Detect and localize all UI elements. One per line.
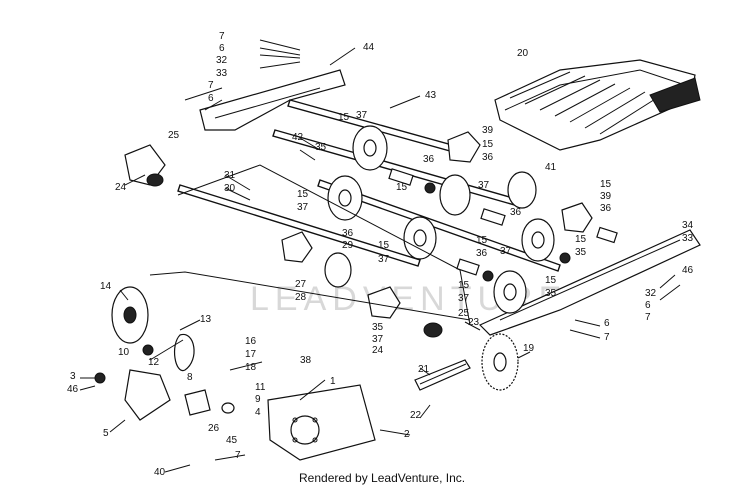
callout-35: 35: [315, 142, 327, 153]
callout-37c: 37: [478, 180, 490, 191]
callout-40: 40: [154, 467, 166, 478]
idler-wheels: [324, 125, 555, 314]
callout-7: 7: [219, 31, 225, 42]
bushings: [388, 168, 618, 282]
callout-32b: 32: [645, 288, 657, 299]
callout-7c: 7: [645, 312, 651, 323]
callout-24b: 24: [372, 345, 384, 356]
callout-25: 25: [168, 130, 180, 141]
callout-6: 6: [219, 43, 225, 54]
callout-17: 17: [245, 349, 257, 360]
callout-15e: 15: [600, 179, 612, 190]
callout-33: 33: [216, 68, 228, 79]
callout-15g: 15: [378, 240, 390, 251]
callout-15f: 15: [476, 235, 488, 246]
callout-23: 23: [468, 317, 480, 328]
callout-18: 18: [245, 362, 257, 373]
brake-pulley-group: [94, 286, 235, 421]
chaincase-cover: [267, 384, 376, 461]
callout-15h: 15: [575, 234, 587, 245]
callout-21: 21: [418, 364, 430, 375]
callout-3: 3: [70, 371, 76, 382]
callout-33b: 33: [682, 233, 694, 244]
callout-36e: 36: [342, 228, 354, 239]
callout-16: 16: [245, 336, 257, 347]
callout-37b: 37: [297, 202, 309, 213]
drive-sprocket-and-chain: [414, 333, 519, 391]
callout-4: 4: [255, 407, 261, 418]
callout-10: 10: [118, 347, 130, 358]
track-assembly: [494, 59, 701, 151]
callout-27: 27: [295, 279, 307, 290]
callout-34: 34: [682, 220, 694, 231]
callout-39: 39: [482, 125, 494, 136]
callout-14: 14: [100, 281, 112, 292]
callout-39b: 39: [600, 191, 612, 202]
callout-15b: 15: [482, 139, 494, 150]
callout-32: 32: [216, 55, 228, 66]
callout-45: 45: [226, 435, 238, 446]
callout-28: 28: [295, 292, 307, 303]
callout-15d: 15: [396, 182, 408, 193]
callout-42: 42: [292, 132, 304, 143]
callout-37f: 37: [458, 293, 470, 304]
callout-22: 22: [410, 410, 422, 421]
callout-11: 11: [255, 382, 266, 393]
callout-6c: 6: [645, 300, 651, 311]
callout-37d: 37: [378, 254, 390, 265]
callout-29: 29: [342, 240, 354, 251]
callout-6d: 6: [604, 318, 610, 329]
lower-right-rail: [478, 229, 701, 336]
callout-36d: 36: [510, 207, 522, 218]
callout-46: 46: [682, 265, 694, 276]
callout-19: 19: [523, 343, 535, 354]
callout-35d: 35: [372, 322, 384, 333]
callout-15: 15: [338, 112, 350, 123]
callout-35b: 35: [575, 247, 587, 258]
callout-24: 24: [115, 182, 127, 193]
callout-13: 13: [200, 314, 212, 325]
callout-41: 41: [545, 162, 557, 173]
callout-6b: 6: [208, 93, 214, 104]
callout-36f: 36: [476, 248, 488, 259]
leader-lines: [79, 39, 681, 473]
callout-36c: 36: [600, 203, 612, 214]
callout-37: 37: [356, 110, 368, 121]
callout-37g: 37: [372, 334, 384, 345]
callout-7e: 7: [235, 450, 241, 461]
callout-9: 9: [255, 394, 261, 405]
callout-5: 5: [103, 428, 109, 439]
callout-8: 8: [187, 372, 193, 383]
callout-2: 2: [404, 429, 410, 440]
callout-20: 20: [517, 48, 529, 59]
callout-31: 31: [224, 170, 236, 181]
callout-7b: 7: [208, 80, 214, 91]
callout-36: 36: [482, 152, 494, 163]
callout-15j: 15: [458, 280, 470, 291]
callout-30: 30: [224, 183, 236, 194]
callout-44: 44: [363, 42, 375, 53]
callout-38: 38: [300, 355, 312, 366]
callout-15i: 15: [545, 275, 557, 286]
callout-labels: 7 6 32 33 44 7 6 20 43 15 37 42 35 25 24…: [67, 31, 694, 478]
callout-1: 1: [330, 376, 336, 387]
callout-25b: 25: [458, 308, 470, 319]
callout-36b: 36: [423, 154, 435, 165]
callout-43: 43: [425, 90, 437, 101]
callout-15c: 15: [297, 189, 309, 200]
callout-37e: 37: [500, 246, 512, 257]
render-credit: Rendered by LeadVenture, Inc.: [299, 471, 466, 485]
callout-35c: 35: [545, 288, 557, 299]
callout-46b: 46: [67, 384, 79, 395]
callout-12: 12: [148, 357, 160, 368]
bearing-flanges: [124, 131, 593, 338]
callout-26: 26: [208, 423, 220, 434]
callout-7d: 7: [604, 332, 610, 343]
